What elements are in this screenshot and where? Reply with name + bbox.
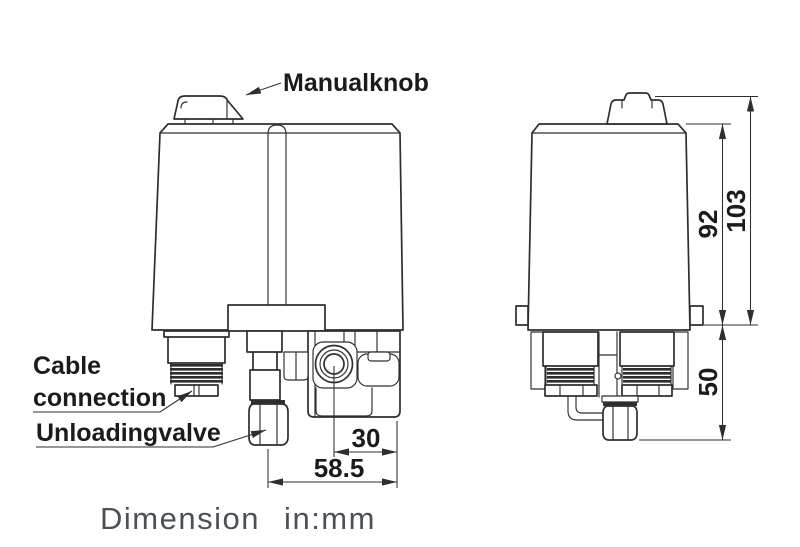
dim-58-5: 58.5 — [267, 449, 397, 488]
base-foot — [315, 387, 373, 417]
valve-pipe — [567, 395, 604, 421]
side-mounting-ears — [515, 305, 704, 326]
mounting-flange — [227, 304, 326, 332]
dim-103: 103 — [655, 95, 758, 325]
dim-50: 50 — [639, 325, 731, 441]
label-manual-knob: Manualknob — [245, 69, 429, 97]
unloading-valve — [246, 330, 289, 446]
cable-connection-label-line2: connection — [33, 384, 166, 412]
side-unloading-valve — [601, 395, 639, 441]
label-cable-connection: Cable connection — [33, 352, 193, 413]
label-unloading-valve: Unloadingvalve — [36, 419, 267, 448]
unloading-valve-label: Unloadingvalve — [36, 419, 221, 447]
dim-103-value: 103 — [721, 189, 751, 232]
cable-connection-label-line1: Cable — [33, 352, 101, 380]
dim-30: 30 — [333, 366, 398, 488]
dim-30-value: 30 — [352, 423, 381, 453]
manual-knob — [173, 95, 244, 125]
dim-92: 92 — [686, 123, 758, 326]
cable-connector — [163, 330, 230, 397]
front-body — [151, 123, 404, 331]
side-body — [527, 123, 691, 331]
pressure-port — [312, 341, 358, 389]
dim-58-5-value: 58.5 — [314, 453, 365, 483]
side-base — [530, 331, 689, 441]
center-channel — [598, 331, 618, 398]
body-groove — [267, 124, 287, 307]
pivot-detail — [614, 372, 622, 380]
side-cable-glands — [542, 331, 675, 397]
base-left-tab — [283, 351, 309, 381]
manual-knob-label: Manualknob — [283, 69, 429, 97]
dim-50-value: 50 — [693, 368, 723, 397]
side-view: 92 103 50 — [515, 92, 758, 441]
side-knob — [606, 92, 668, 125]
front-view: 30 58.5 Manualknob Cable connection Unlo… — [33, 69, 429, 488]
base-slot — [367, 351, 391, 362]
base-block — [283, 330, 401, 418]
dimension-note: Dimension in:mm — [100, 501, 376, 536]
dim-92-value: 92 — [693, 210, 723, 239]
valve-hex-nut — [248, 403, 289, 446]
